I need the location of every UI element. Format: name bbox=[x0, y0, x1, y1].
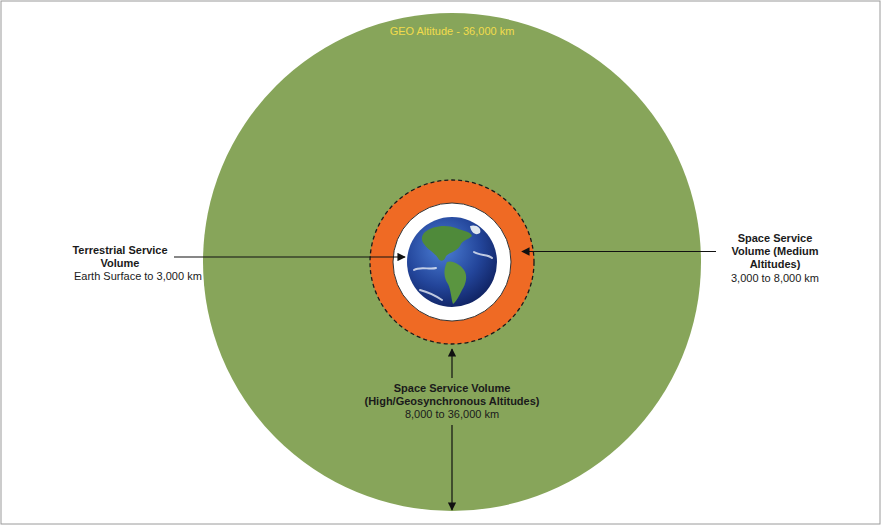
medium-leader bbox=[522, 251, 716, 252]
altitude-range: Earth Surface to 3,000 km bbox=[74, 270, 224, 283]
greenland bbox=[470, 225, 480, 234]
volume-heading: Space Service Volume (Medium Altitudes) bbox=[720, 232, 830, 271]
circle-outline bbox=[202, 12, 702, 512]
dashed-boundary bbox=[370, 180, 534, 344]
earth-ocean bbox=[407, 217, 497, 307]
high-leader-up bbox=[451, 349, 452, 378]
terrestrial-volume bbox=[393, 203, 511, 321]
geo-region bbox=[203, 13, 701, 511]
altitude-range: 3,000 to 8,000 km bbox=[720, 272, 830, 285]
medium-altitude-ring bbox=[370, 180, 534, 344]
orbit-label: GEO Altitude - 36,000 km bbox=[202, 25, 702, 38]
north-america bbox=[422, 226, 472, 261]
earth-globe bbox=[407, 217, 497, 307]
volume-heading: Terrestrial Service Volume bbox=[70, 244, 170, 270]
south-america bbox=[444, 261, 466, 304]
altitude-range: 8,000 to 36,000 km bbox=[352, 408, 552, 421]
volume-heading: Space Service Volume (High/Geosynchronou… bbox=[352, 382, 552, 408]
terrestrial-leader bbox=[174, 256, 405, 257]
clouds bbox=[414, 252, 492, 300]
geo-volume-circle: GEO Altitude - 36,000 km Space Service Vo… bbox=[202, 12, 702, 512]
high-leader-down bbox=[451, 425, 452, 510]
